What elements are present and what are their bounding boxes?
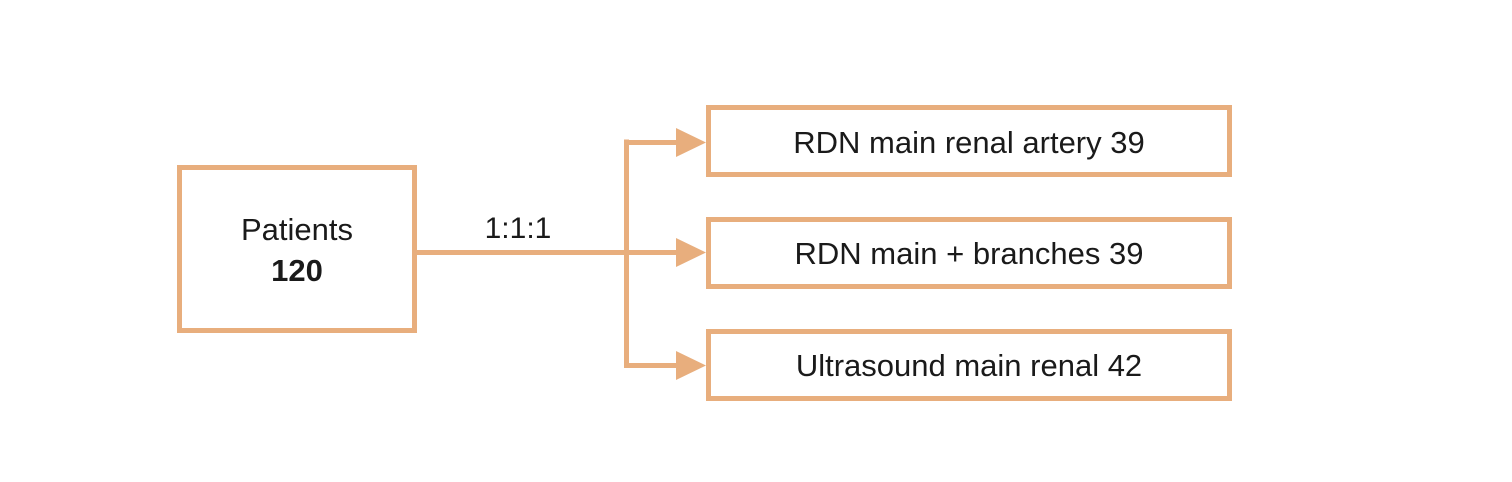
branch-node-box-3[interactable]: [706, 329, 1232, 401]
branch-node-label-2: RDN main + branches 39: [795, 236, 1144, 271]
arrow-head-3: [676, 351, 706, 380]
branch-node-box-1[interactable]: [706, 105, 1232, 177]
branch-node-box-2[interactable]: [706, 217, 1232, 289]
source-node-box[interactable]: [177, 165, 417, 333]
edge-label-allocation-ratio: 1:1:1: [485, 212, 552, 245]
branch-node-label-1: RDN main renal artery 39: [793, 125, 1144, 160]
source-node-count: 120: [271, 253, 323, 288]
arrow-head-2: [676, 238, 706, 267]
branch-node-label-3: Ultrasound main renal 42: [796, 348, 1142, 383]
source-node-label: Patients: [241, 212, 353, 247]
arrow-head-1: [676, 128, 706, 157]
